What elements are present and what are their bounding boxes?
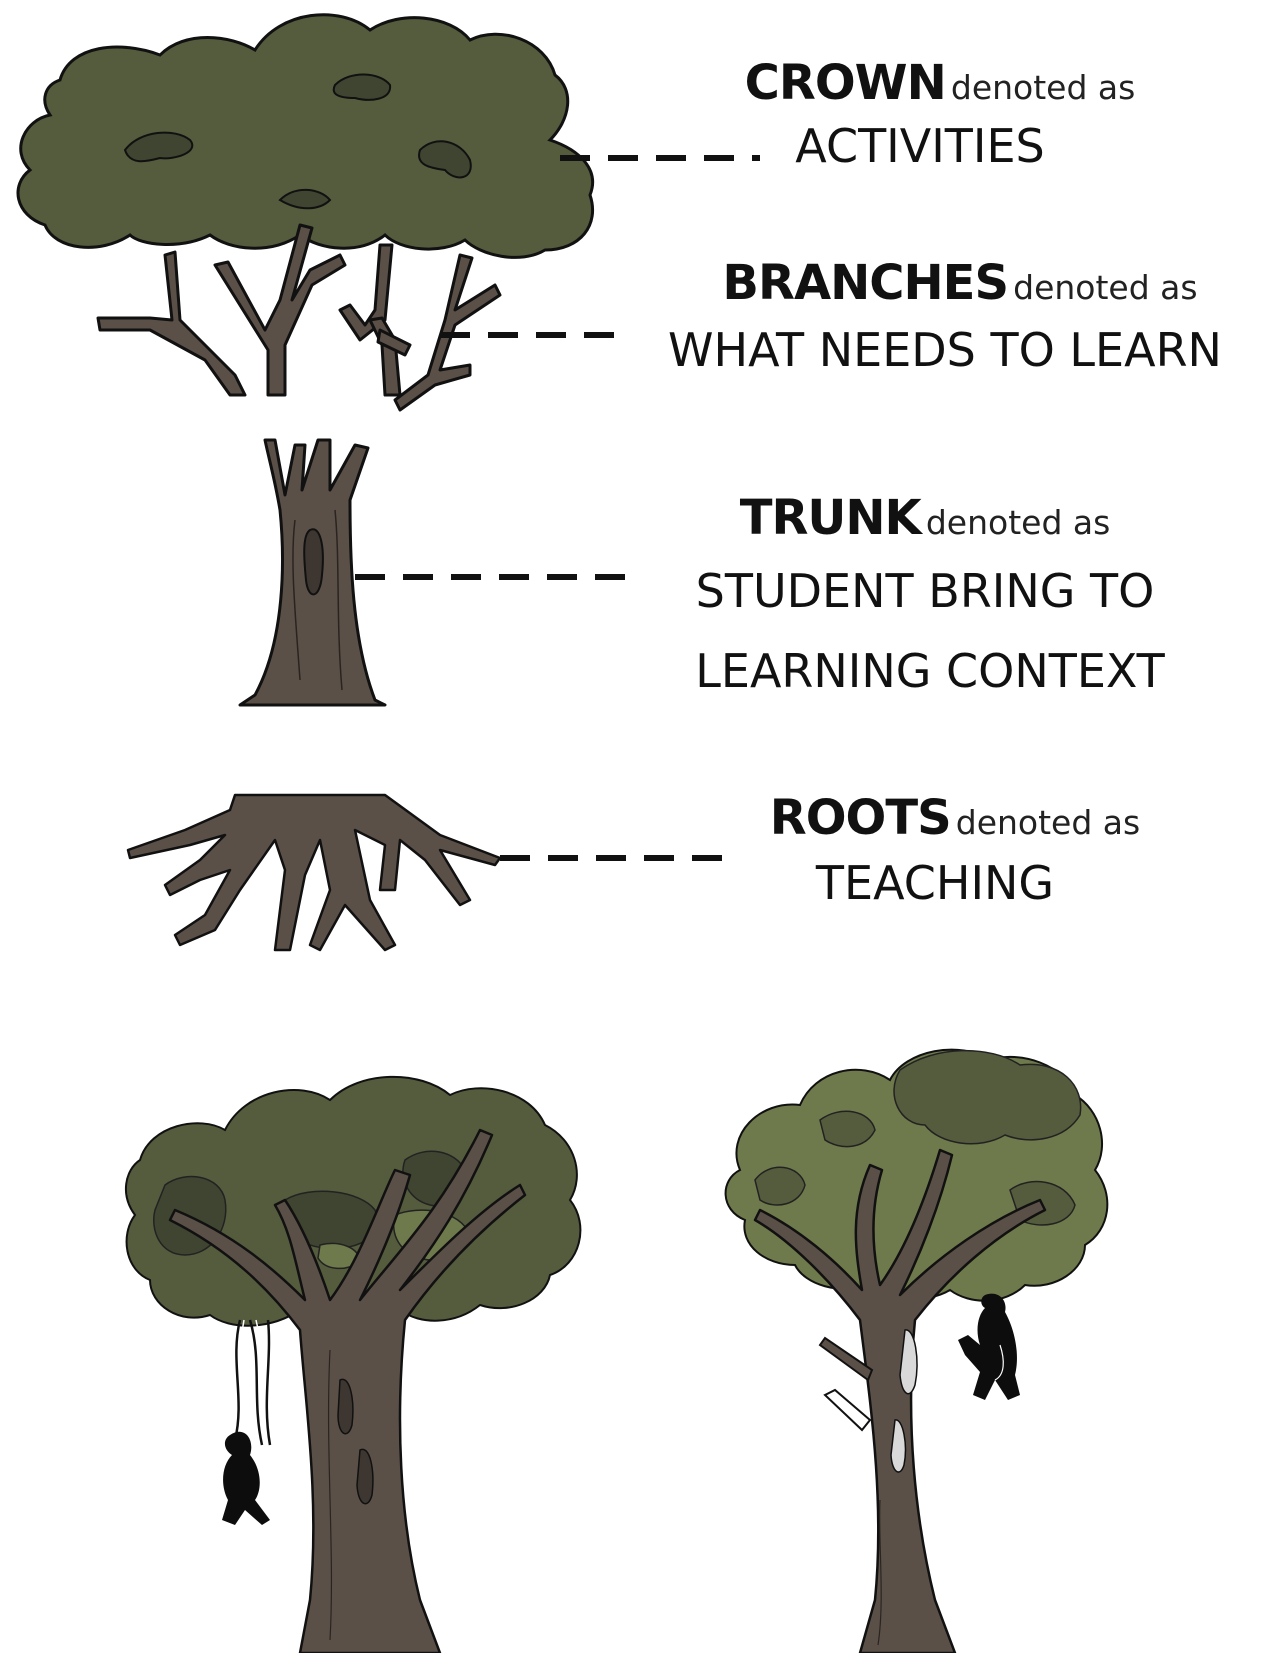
roots-denoted-text: denoted as	[955, 803, 1141, 842]
right-trunk	[753, 1148, 1047, 1653]
crown-shade-patch	[278, 188, 332, 210]
trunk-illustration	[238, 438, 387, 707]
branches-denoted-text: denoted as	[1013, 268, 1198, 307]
crown-shade-patch	[418, 140, 472, 179]
roots-illustration	[126, 793, 502, 952]
crown-illustration	[16, 13, 595, 259]
connector-lines	[355, 155, 760, 861]
branches-illustration	[96, 223, 502, 412]
crown-shade-patch	[332, 73, 392, 101]
trunk-meaning-line1: STUDENT BRING TO	[695, 564, 1155, 618]
branches-meaning: WHAT NEEDS TO LEARN	[668, 323, 1222, 377]
crown-shade-patch	[123, 131, 194, 163]
roots-meaning: TEACHING	[815, 856, 1055, 910]
crown-meaning: ACTIVITIES	[795, 119, 1045, 173]
branches-label: BRANCHES denoted as WHAT NEEDS TO LEARN	[650, 255, 1250, 377]
trunk-meaning-line2: LEARNING CONTEXT	[695, 644, 1165, 698]
crown-label: CROWN denoted as ACTIVITIES	[730, 55, 1150, 173]
roots-label: ROOTS denoted as TEACHING	[740, 790, 1170, 910]
crown-canopy-shape	[16, 13, 595, 259]
branches-part-name: BRANCHES	[722, 255, 1009, 311]
full-tree-right	[724, 1048, 1109, 1653]
trunk-denoted-text: denoted as	[925, 503, 1111, 542]
hanging-figure	[222, 1431, 270, 1525]
trunk-part-name: TRUNK	[739, 490, 922, 546]
trunk-knot	[303, 528, 324, 596]
crown-denoted-text: denoted as	[950, 68, 1136, 107]
crown-part-name: CROWN	[744, 55, 947, 111]
climbing-figure	[958, 1293, 1020, 1400]
roots-part-name: ROOTS	[769, 790, 952, 846]
full-tree-left	[124, 1075, 582, 1653]
trunk-label: TRUNK denoted as STUDENT BRING TO LEARNI…	[680, 490, 1210, 698]
